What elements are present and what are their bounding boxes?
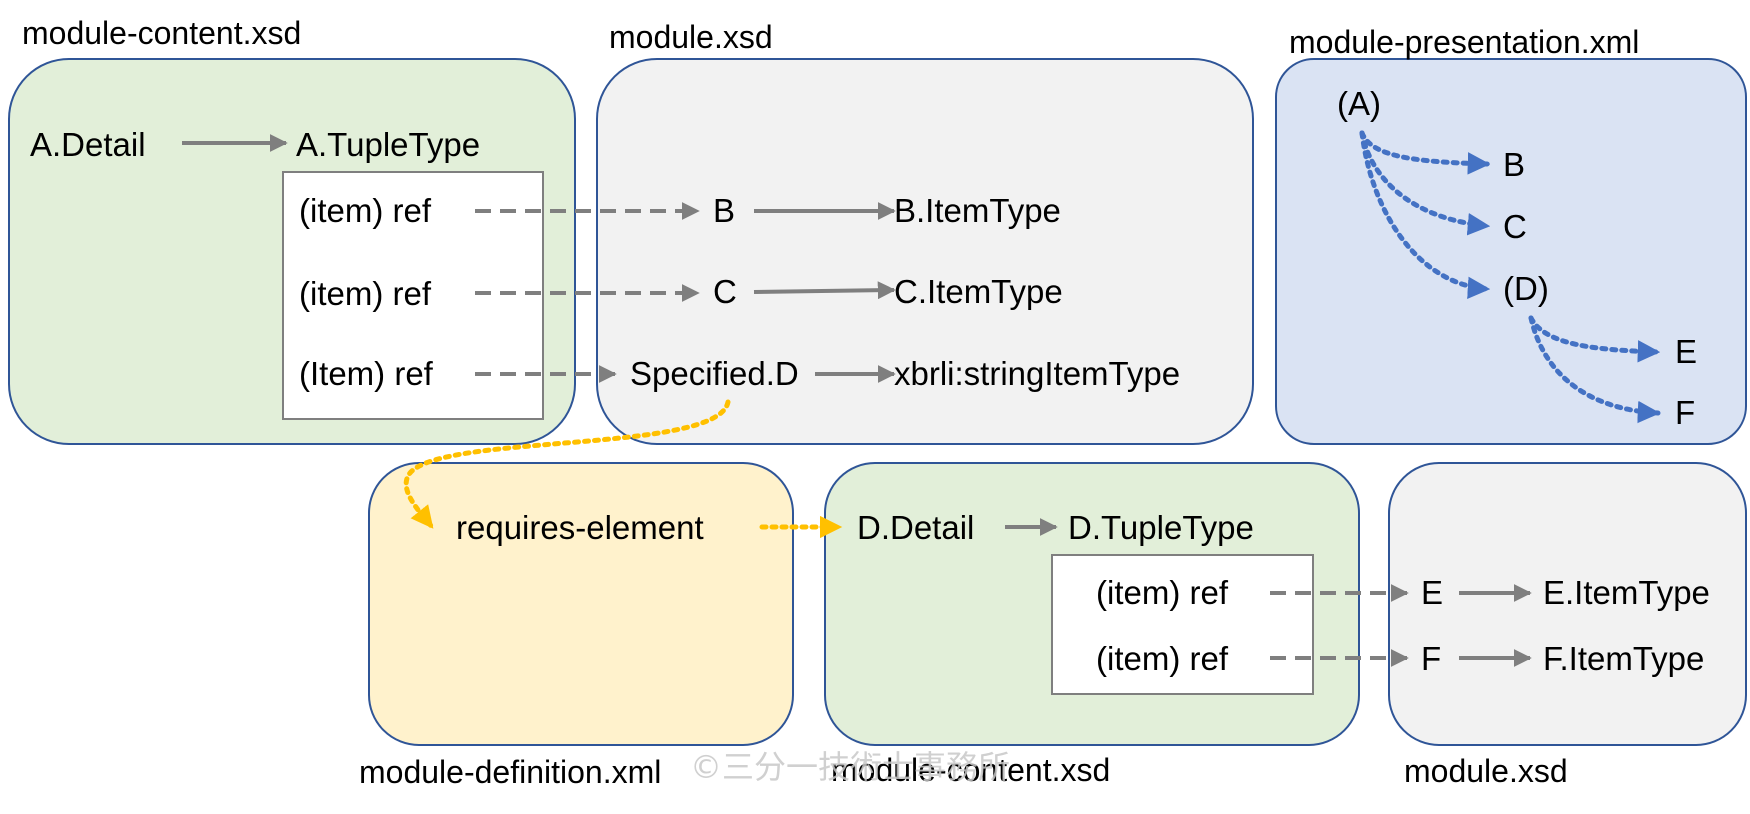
string-itemtype-label: xbrli:stringItemType [894, 355, 1180, 392]
watermark-text: ©三分一技術士事務所 [690, 748, 1010, 786]
c-to-itemtype-arrow [753, 281, 896, 300]
pres-a-label: (A) [1337, 85, 1381, 122]
pres-c-label: C [1503, 208, 1527, 245]
pres-f-label: F [1675, 394, 1695, 431]
definition-panel [368, 462, 794, 746]
d-detail-label: D.Detail [857, 509, 974, 546]
pres-a-to-c-arrow [1359, 130, 1491, 236]
definition-title: module-definition.xml [359, 754, 661, 790]
pres-b-label: B [1503, 146, 1525, 183]
ref-f-label: (item) ref [1096, 640, 1229, 677]
c-itemtype-label: C.ItemType [894, 273, 1063, 310]
b-itemtype-label: B.ItemType [894, 192, 1061, 229]
d-tupletype-label: D.TupleType [1068, 509, 1254, 546]
module-bottom-title: module.xsd [1404, 753, 1568, 789]
pres-d-to-e-arrow [1528, 315, 1661, 363]
a-detail-label: A.Detail [30, 126, 146, 163]
ref-e-label: (item) ref [1096, 574, 1229, 611]
ref-b-label: (item) ref [299, 192, 432, 229]
b-element-label: B [713, 192, 735, 229]
ref-c-label: (item) ref [299, 275, 432, 312]
e-element-label: E [1421, 574, 1443, 611]
pres-d-label: (D) [1503, 270, 1549, 307]
c-element-label: C [713, 273, 737, 310]
presentation-title: module-presentation.xml [1289, 24, 1639, 60]
pres-a-to-b-arrow [1359, 130, 1491, 175]
pres-e-label: E [1675, 333, 1697, 370]
d-tuple-box [1051, 554, 1314, 695]
pres-d-to-f-arrow [1528, 315, 1661, 424]
e-itemtype-label: E.ItemType [1543, 574, 1710, 611]
specified-d-label: Specified.D [630, 355, 799, 392]
ref-d-label: (Item) ref [299, 355, 434, 392]
a-tupletype-label: A.TupleType [296, 126, 480, 163]
a-tuple-box [282, 171, 544, 420]
f-itemtype-label: F.ItemType [1543, 640, 1704, 677]
module-top-title: module.xsd [609, 19, 773, 55]
pres-a-to-d-arrow [1359, 130, 1491, 300]
f-element-label: F [1421, 640, 1441, 677]
module-top-panel [596, 58, 1254, 445]
specified-d-to-requires-arrow [403, 399, 731, 530]
content-bottom-title: module-content.xsd [831, 752, 1110, 788]
requires-element-label: requires-element [456, 509, 704, 546]
content-top-title: module-content.xsd [22, 15, 301, 51]
module-bottom-panel [1388, 462, 1747, 746]
